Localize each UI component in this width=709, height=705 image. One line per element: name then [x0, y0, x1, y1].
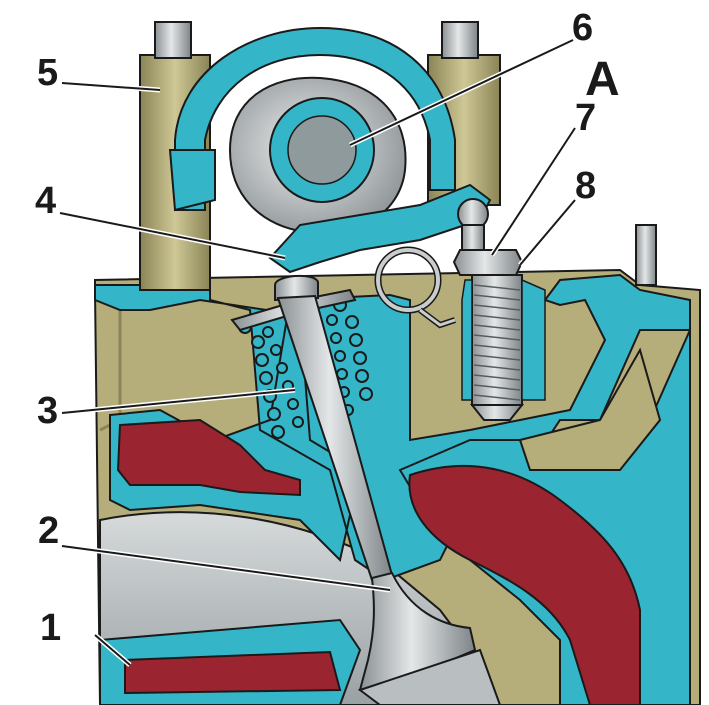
- lock-nut: [452, 249, 524, 276]
- callout-4: 4: [35, 180, 56, 222]
- callout-8: 8: [575, 165, 596, 207]
- view-label-a: A: [585, 53, 620, 106]
- leader-4: [59, 212, 286, 259]
- leader-1: [94, 634, 131, 666]
- callout-7: 7: [575, 97, 596, 139]
- callout-labels: 1 2 3 4 5 6 7 8 A: [35, 7, 620, 649]
- head-stud: [635, 224, 657, 286]
- valve-seat: [357, 648, 502, 705]
- valve: [274, 274, 502, 705]
- leader-6: [349, 39, 574, 146]
- leader-3: [61, 389, 296, 414]
- leader-5: [61, 82, 161, 91]
- callout-3: 3: [37, 390, 58, 432]
- leader-8: [519, 199, 576, 266]
- leader-7: [491, 127, 576, 256]
- callout-2: 2: [38, 510, 59, 552]
- bolt-thread: [473, 284, 521, 401]
- leader-lines: [59, 37, 578, 667]
- coolant-jackets: [116, 418, 641, 705]
- callout-1: 1: [40, 607, 61, 649]
- rocker-spring-clip: [374, 246, 456, 329]
- leader-2: [61, 545, 391, 591]
- callout-5: 5: [37, 52, 58, 94]
- camshaft-housing: [168, 26, 456, 212]
- camshaft-lobe: [228, 76, 407, 235]
- callout-6: 6: [572, 7, 593, 49]
- adjusting-bolt-assembly: [452, 198, 546, 421]
